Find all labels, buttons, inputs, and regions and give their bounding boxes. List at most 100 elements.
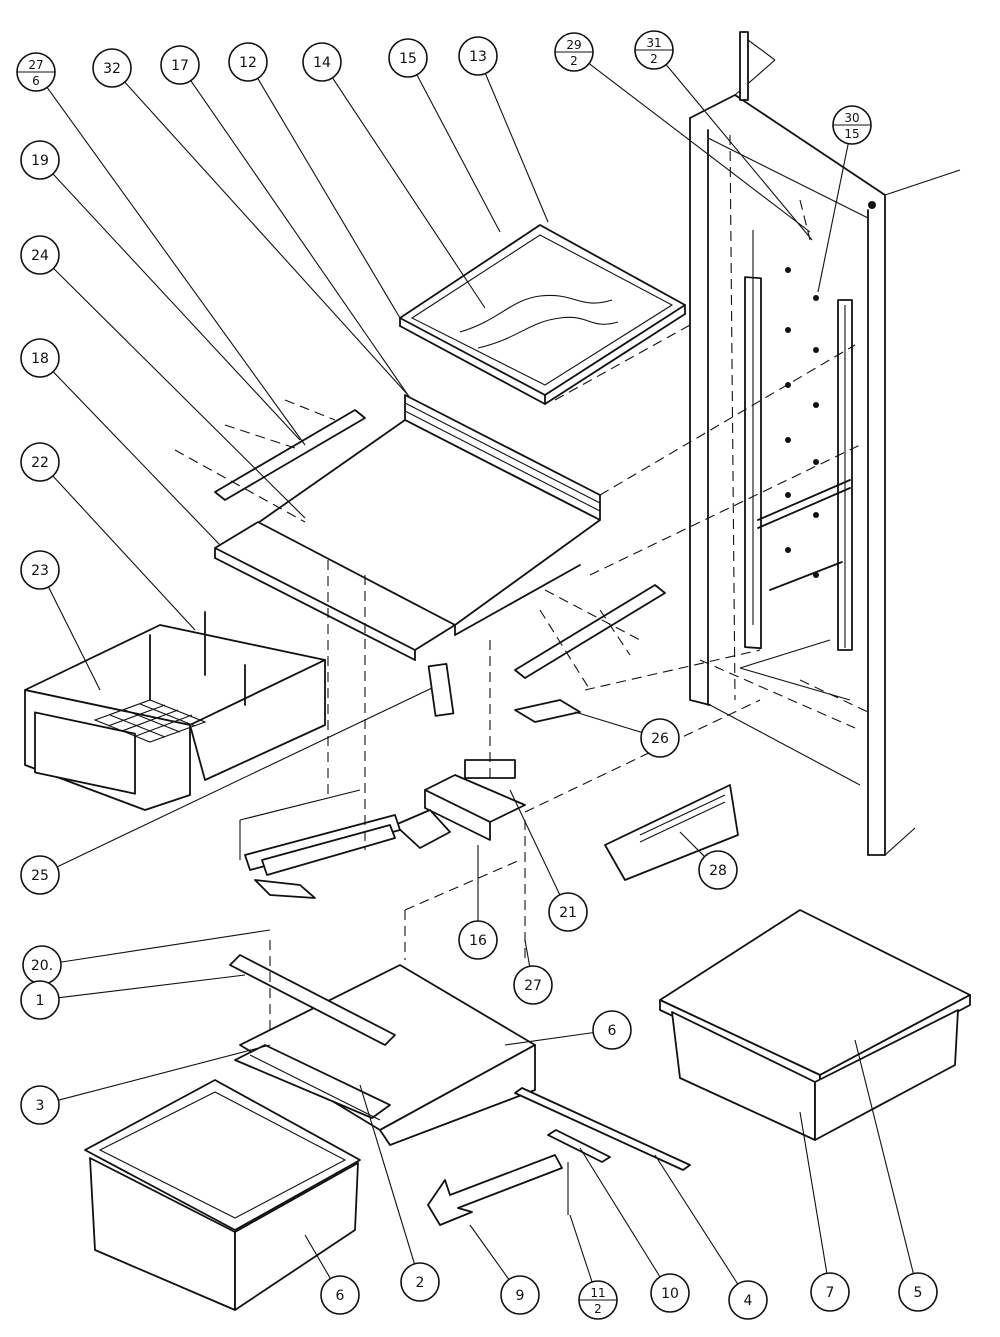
- leader-line: [854, 1039, 914, 1274]
- callout-circle: [160, 45, 200, 85]
- callout-4: 4: [654, 1154, 768, 1320]
- callout-circle: [302, 42, 342, 82]
- leader-line: [52, 173, 301, 441]
- callout-circle: [548, 892, 588, 932]
- leader-line: [817, 143, 849, 293]
- leader-line: [654, 1154, 739, 1285]
- callout-14: 14: [302, 42, 486, 309]
- callout-circle: [500, 1275, 540, 1315]
- callout-16: 16: [458, 845, 498, 960]
- callout-23: 23: [20, 550, 101, 691]
- shelf-side-brackets: [214, 409, 666, 679]
- callout-6a: 6: [504, 1010, 632, 1050]
- callout-circle: [728, 1280, 768, 1320]
- callout-number: 13: [469, 49, 487, 65]
- callout-number: 4: [744, 1293, 753, 1309]
- callout-number: 27: [524, 978, 542, 994]
- callout-6b: 6: [304, 1234, 360, 1315]
- leader-line: [124, 81, 409, 396]
- callout-quantity: 6: [32, 74, 40, 88]
- callout-27-6: 276: [16, 52, 306, 446]
- leader-line: [58, 974, 246, 999]
- meat-keeper-cover: [604, 784, 739, 881]
- callout-circle: [640, 718, 680, 758]
- leader-line: [53, 267, 306, 519]
- callout-number: 1: [36, 993, 45, 1009]
- callout-2: 2: [359, 1084, 440, 1302]
- callout-1: 1: [20, 974, 246, 1020]
- leader-line: [524, 939, 531, 967]
- leader-line: [257, 78, 401, 319]
- callout-quantity: 2: [570, 54, 578, 68]
- callout-number: 29: [566, 38, 581, 52]
- leader-line: [469, 1224, 510, 1280]
- leader-line: [569, 1214, 593, 1283]
- liner-screw-holes: [785, 201, 876, 578]
- callout-circle: [228, 42, 268, 82]
- leader-line: [574, 711, 642, 733]
- cantilever-shelf: [214, 394, 601, 661]
- leader-line: [359, 1084, 415, 1264]
- callout-number: 31: [646, 36, 661, 50]
- leader-line: [332, 77, 486, 309]
- callout-11-2: 112: [569, 1214, 618, 1320]
- callout-25: 25: [20, 687, 433, 895]
- callout-circle: [388, 38, 428, 78]
- callout-number: 10: [661, 1286, 679, 1302]
- callout-number: 2: [416, 1275, 425, 1291]
- callout-number: 21: [559, 905, 577, 921]
- leader-line: [504, 1032, 594, 1046]
- callout-circle: [320, 1275, 360, 1315]
- crisper-grille: [93, 699, 207, 743]
- meat-pan-assembly: [659, 909, 971, 1141]
- callout-31-2: 312: [634, 30, 813, 241]
- callout-number: 12: [239, 55, 257, 71]
- callout-19: 19: [20, 140, 301, 441]
- callout-circle: [20, 338, 60, 378]
- callout-24: 24: [20, 235, 306, 519]
- crisper-pan-left: [24, 611, 326, 811]
- leader-line: [484, 73, 549, 223]
- crisper-control-parts: [239, 662, 581, 899]
- leader-line: [46, 87, 306, 446]
- callout-number: 27: [28, 58, 43, 72]
- callout-circle: [898, 1272, 938, 1312]
- callout-circle: [458, 36, 498, 76]
- callout-number: 32: [103, 61, 121, 77]
- callout-number: 3: [36, 1098, 45, 1114]
- callout-quantity: 15: [844, 127, 859, 141]
- callout-5: 5: [854, 1039, 938, 1312]
- leader-line: [52, 475, 196, 631]
- callout-number: 23: [31, 563, 49, 579]
- callout-number: 25: [31, 868, 49, 884]
- callout-circle: [20, 442, 60, 482]
- leader-line: [588, 63, 811, 233]
- leader-line: [799, 1111, 828, 1274]
- callout-circle: [592, 1010, 632, 1050]
- leader-line: [304, 1234, 331, 1279]
- callout-10: 10: [579, 1147, 690, 1313]
- callout-number: 24: [31, 248, 49, 264]
- callout-18: 18: [20, 338, 221, 546]
- callout-32: 32: [92, 48, 409, 396]
- callout-26a: 26: [574, 711, 680, 758]
- callout-15: 15: [388, 38, 501, 233]
- callout-number: 11: [590, 1286, 605, 1300]
- callout-circle: [400, 1262, 440, 1302]
- callout-number: 17: [171, 58, 189, 74]
- callout-number: 15: [399, 51, 417, 67]
- callout-circle: [698, 850, 738, 890]
- leader-line: [665, 64, 813, 241]
- leader-line: [52, 371, 221, 546]
- callout-number: 9: [516, 1288, 525, 1304]
- leader-line: [579, 1147, 661, 1278]
- callout-number: 18: [31, 351, 49, 367]
- callout-number: 7: [826, 1285, 835, 1301]
- leader-line: [48, 586, 101, 691]
- callout-circle: [513, 965, 553, 1005]
- callout-number: 6: [608, 1023, 617, 1039]
- callout-21: 21: [509, 789, 588, 932]
- callout-3: 3: [20, 1044, 271, 1125]
